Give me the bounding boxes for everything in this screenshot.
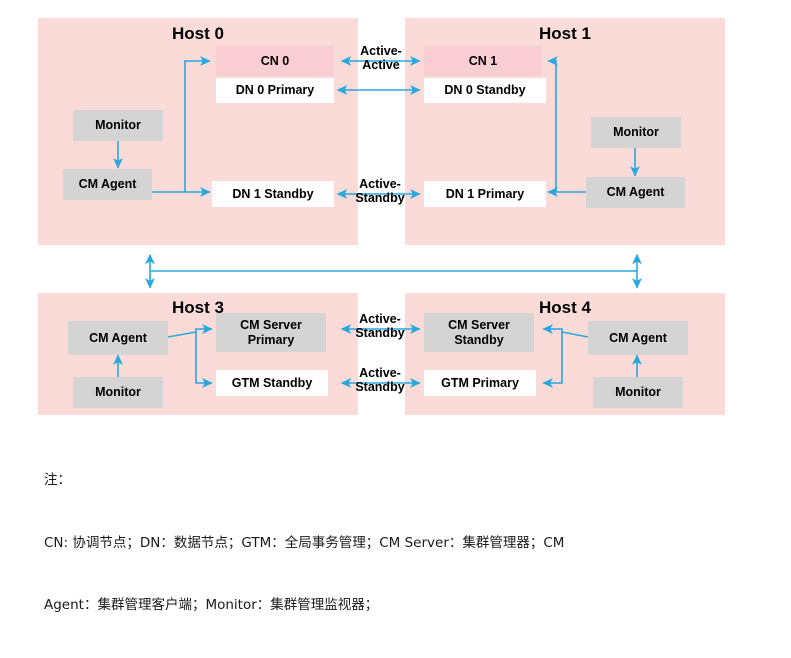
node-cn-1[interactable]: CN 1 xyxy=(424,46,542,76)
node-dn-0-primary[interactable]: DN 0 Primary xyxy=(216,78,334,103)
node-cm-agent-0[interactable]: CM Agent xyxy=(63,169,152,200)
node-cm-server-standby[interactable]: CM Server Standby xyxy=(424,313,534,352)
node-dn-0-standby[interactable]: DN 0 Standby xyxy=(424,78,546,103)
host-title-host-4: Host 4 xyxy=(539,298,591,317)
host-title-host-3: Host 3 xyxy=(172,298,224,317)
node-dn-1-primary[interactable]: DN 1 Primary xyxy=(424,181,546,207)
node-gtm-standby[interactable]: GTM Standby xyxy=(216,370,328,396)
connection-label-dn1-link: Active- Standby xyxy=(355,177,405,205)
footnote: 注： CN: 协调节点；DN：数据节点；GTM：全局事务管理；CM Server… xyxy=(44,428,774,658)
node-dn-1-standby[interactable]: DN 1 Standby xyxy=(212,181,334,207)
footnote-line-2: CN: 协调节点；DN：数据节点；GTM：全局事务管理；CM Server：集群… xyxy=(44,534,565,551)
footnote-line-3: Agent：集群管理客户端；Monitor：集群管理监视器； xyxy=(44,597,379,614)
host-title-host-1: Host 1 xyxy=(539,24,591,43)
node-monitor-4[interactable]: Monitor xyxy=(593,377,683,408)
node-monitor-3[interactable]: Monitor xyxy=(73,377,163,408)
footnote-line-1: 注： xyxy=(44,471,71,488)
connection-label-cm-server-link: Active- Standby xyxy=(355,312,405,340)
node-gtm-primary[interactable]: GTM Primary xyxy=(424,370,536,396)
host-title-host-0: Host 0 xyxy=(172,24,224,43)
diagram-canvas: Host 0 Host 1 Host 3 Host 4 CN 0 DN 0 Pr… xyxy=(38,18,725,613)
node-cm-agent-3[interactable]: CM Agent xyxy=(68,321,168,355)
node-monitor-1[interactable]: Monitor xyxy=(591,117,681,148)
node-cm-agent-4[interactable]: CM Agent xyxy=(588,321,688,355)
node-monitor-0[interactable]: Monitor xyxy=(73,110,163,141)
connector-layer xyxy=(113,56,642,388)
connection-label-gtm-link: Active- Standby xyxy=(355,366,405,394)
node-cm-server-primary[interactable]: CM Server Primary xyxy=(216,313,326,352)
node-cn-0[interactable]: CN 0 xyxy=(216,46,334,76)
connection-label-cn-link: Active- Active xyxy=(360,44,402,72)
node-cm-agent-1[interactable]: CM Agent xyxy=(586,177,685,208)
